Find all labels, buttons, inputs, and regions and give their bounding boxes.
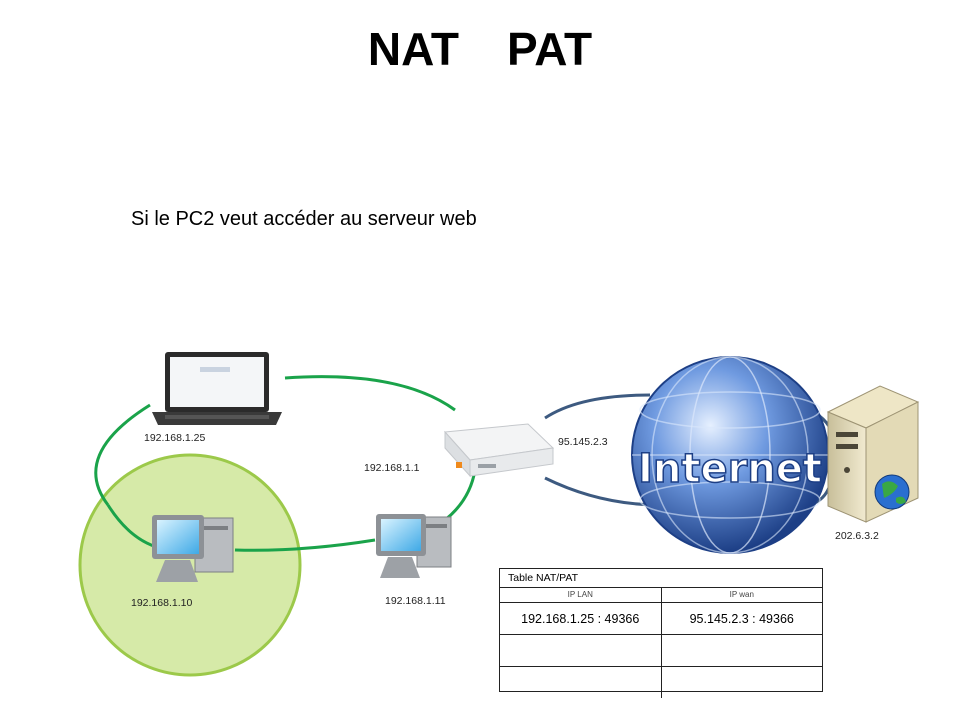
cell-ip-wan: 95.145.2.3 : 49366 — [661, 602, 822, 635]
laptop-icon — [152, 352, 282, 425]
title-nat: NAT — [367, 23, 459, 75]
server-ip: 202.6.3.2 — [835, 530, 879, 542]
cell-ip-lan: 192.168.1.25 : 49366 — [500, 602, 662, 635]
subtitle: Si le PC2 veut accéder au serveur web — [131, 208, 477, 230]
pc2-icon — [376, 514, 452, 578]
router-lan-ip: 192.168.1.1 — [364, 462, 420, 474]
router-icon — [443, 423, 555, 478]
cell-ip-lan — [500, 666, 662, 698]
lan-link — [94, 403, 151, 506]
laptop-ip: 192.168.1.25 — [144, 432, 206, 444]
nat-table-caption: Table NAT/PAT — [500, 569, 822, 588]
title-pat: PAT — [506, 23, 593, 75]
cell-ip-lan — [500, 634, 662, 667]
header-ip-lan: IP LAN — [500, 588, 662, 603]
table-row: 192.168.1.25 : 49366 95.145.2.3 : 49366 — [500, 602, 822, 635]
internet-label: Internet — [638, 446, 822, 492]
server-icon — [826, 385, 920, 523]
header-ip-wan: IP wan — [661, 588, 822, 603]
lan-link — [284, 375, 456, 412]
pc1-icon — [152, 515, 234, 582]
table-row — [500, 634, 822, 667]
router-wan-ip: 95.145.2.3 — [558, 436, 608, 448]
lan-link — [444, 469, 477, 522]
nat-table: Table NAT/PAT IP LAN IP wan 192.168.1.25… — [499, 568, 823, 698]
wan-link — [544, 393, 651, 420]
pc1-ip: 192.168.1.10 — [131, 597, 193, 609]
pc2-ip: 192.168.1.11 — [385, 595, 446, 607]
table-row — [500, 666, 822, 699]
cell-ip-wan — [661, 634, 822, 667]
lan-link — [234, 538, 376, 552]
cell-ip-wan — [661, 667, 822, 699]
page-title: NAT PAT — [0, 22, 960, 76]
